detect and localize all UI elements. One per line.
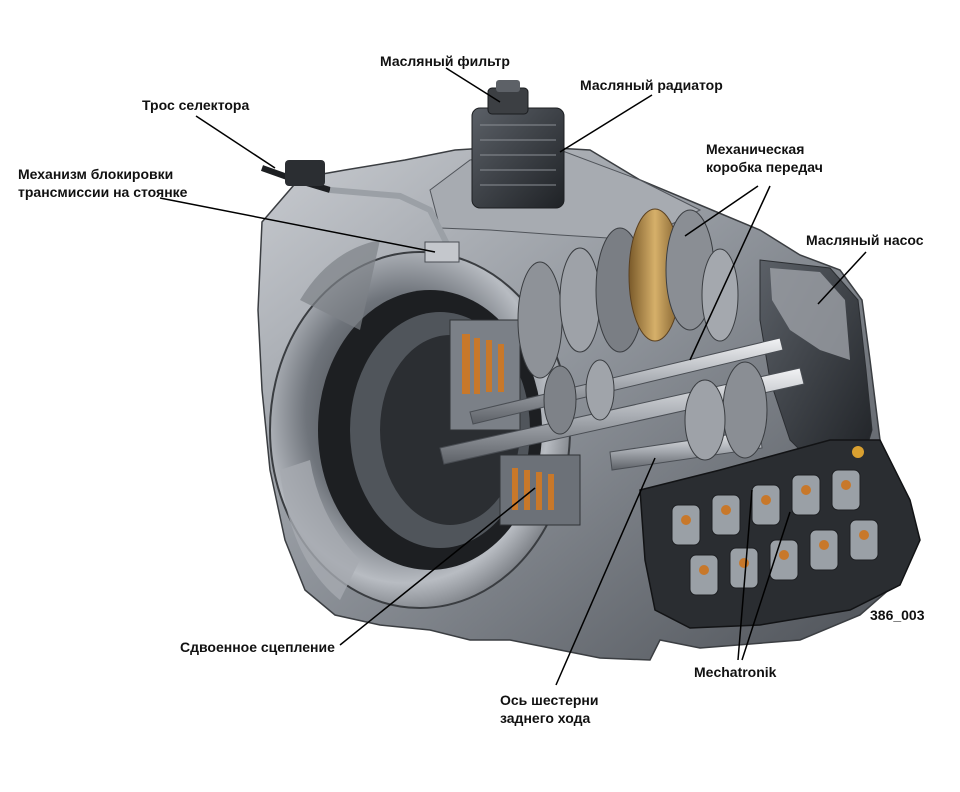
label-reverse-shaft-line2: заднего хода — [500, 710, 591, 726]
label-mechatronik: Mechatronik — [694, 664, 777, 680]
label-oil-cooler: Масляный радиатор — [580, 77, 723, 93]
leader-reverse-shaft — [555, 457, 656, 686]
label-gearbox-line1: Механическая — [706, 141, 805, 157]
leader-selector-cable — [195, 115, 276, 169]
label-gearbox-line2: коробка передач — [706, 159, 823, 175]
leader-mechatronik-a — [737, 489, 753, 661]
mechatronik-unit — [639, 439, 921, 629]
label-oil-pump: Масляный насос — [806, 232, 924, 248]
label-oil-filter: Масляный фильтр — [380, 53, 510, 69]
selector-linkage — [260, 160, 460, 263]
leader-lines — [159, 67, 867, 686]
double-clutch-pack — [449, 319, 581, 526]
leader-gearbox-b — [689, 185, 771, 361]
label-double-clutch: Сдвоенное сцепление — [180, 639, 335, 655]
label-park-lock-line1: Механизм блокировки — [18, 166, 174, 182]
leader-oil-pump — [817, 251, 867, 305]
leader-double-clutch — [339, 487, 536, 646]
leader-gearbox-a — [684, 185, 759, 237]
label-reverse-shaft-line1: Ось шестерни — [500, 692, 599, 708]
gear-set — [517, 208, 768, 461]
leader-park-lock — [159, 197, 436, 253]
oil-filter-cooler — [471, 80, 565, 209]
leader-oil-cooler — [559, 94, 653, 153]
leader-mechatronik-b — [741, 511, 791, 661]
label-park-lock-line2: трансмиссии на стоянке — [18, 184, 188, 200]
label-selector-cable: Трос селектора — [142, 97, 250, 113]
leader-oil-filter — [445, 67, 501, 103]
figure-code: 386_003 — [870, 607, 925, 623]
